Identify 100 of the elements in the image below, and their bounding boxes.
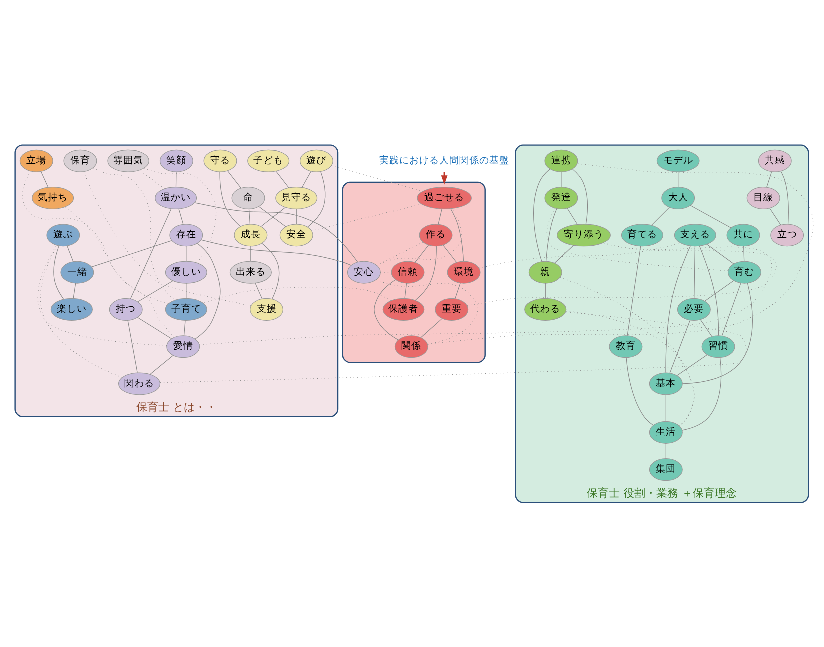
connector	[250, 246, 252, 262]
node-ellipse: 集団	[649, 458, 683, 481]
connector	[780, 170, 789, 224]
connector	[67, 245, 74, 262]
connector	[178, 208, 184, 224]
connector	[54, 245, 64, 300]
node-ellipse: 育てる	[621, 224, 664, 246]
node-ellipse: 共に	[726, 224, 760, 246]
node-ellipse: 気持ち	[32, 186, 74, 210]
connector	[770, 208, 782, 225]
connector	[706, 244, 734, 264]
connector	[137, 316, 172, 339]
node-ellipse: 成長	[234, 224, 268, 246]
node-ellipse: 連携	[544, 149, 578, 172]
connector	[626, 357, 654, 426]
connector	[704, 280, 734, 302]
connector	[652, 206, 670, 226]
connector	[744, 246, 745, 262]
node-ellipse: 命	[232, 186, 266, 210]
connector	[766, 171, 772, 188]
connector	[150, 354, 174, 374]
connector	[248, 208, 251, 224]
node-ellipse: 育む	[728, 260, 762, 284]
connector	[415, 244, 430, 262]
node-ellipse: 重要	[435, 298, 469, 320]
node-ellipse: 安心	[347, 260, 381, 284]
connector	[404, 282, 408, 298]
connector	[40, 170, 49, 188]
connector	[554, 244, 574, 264]
connector	[467, 242, 777, 306]
node-ellipse: 大人	[662, 186, 696, 210]
connector	[186, 282, 187, 298]
node-ellipse: 一緒	[60, 260, 94, 284]
connector	[38, 244, 168, 346]
connector	[195, 242, 221, 339]
node-ellipse: 代わる	[524, 298, 567, 320]
node-ellipse: 信頼	[391, 260, 425, 284]
connector	[420, 318, 443, 338]
connector	[91, 240, 172, 268]
connector	[376, 208, 462, 266]
node-ellipse: 過ごせる	[417, 186, 472, 210]
node-ellipse: 共感	[758, 149, 792, 172]
connector	[201, 239, 352, 266]
node-ellipse: 保育	[64, 149, 98, 172]
connector	[296, 208, 297, 224]
node-ellipse: 親	[528, 260, 562, 284]
connector	[276, 170, 290, 188]
connector	[176, 171, 177, 187]
connector	[678, 171, 679, 187]
connector	[561, 171, 562, 187]
node-ellipse: 関係	[394, 335, 428, 358]
node-ellipse: 作る	[419, 224, 453, 246]
node-ellipse: 子育て	[165, 298, 208, 320]
node-ellipse: 子ども	[248, 149, 290, 172]
connector	[567, 208, 578, 224]
connector	[534, 168, 550, 262]
node-ellipse: 楽しい	[50, 298, 93, 320]
connector	[199, 242, 772, 345]
node-ellipse: 遊ぶ	[46, 224, 80, 246]
connector	[302, 170, 312, 188]
connector	[428, 162, 814, 344]
connector	[690, 204, 732, 228]
connector	[40, 244, 123, 378]
connector	[64, 206, 175, 338]
connector	[450, 208, 464, 262]
connector	[376, 242, 424, 266]
connector	[682, 357, 722, 430]
connector	[666, 245, 691, 373]
node-ellipse: 遊び	[300, 149, 334, 172]
connector	[670, 320, 691, 374]
connector	[128, 320, 138, 373]
connector	[627, 246, 642, 336]
connector	[308, 170, 326, 228]
connector	[138, 280, 174, 302]
connector	[227, 170, 242, 188]
connector	[566, 310, 695, 426]
node-ellipse: 必要	[677, 298, 711, 320]
node-ellipse: 守る	[204, 149, 238, 172]
connector	[194, 202, 358, 262]
connector	[700, 319, 712, 336]
node-ellipse: 習慣	[702, 335, 736, 358]
connector	[722, 282, 742, 336]
connector	[694, 246, 696, 298]
node-ellipse: 笑顔	[160, 149, 194, 172]
node-ellipse: 環境	[447, 260, 481, 284]
connector	[84, 171, 252, 306]
connector	[438, 208, 442, 224]
connector	[676, 354, 708, 376]
connector	[262, 242, 280, 300]
connector	[455, 282, 461, 299]
node-ellipse: 立場	[20, 149, 54, 172]
cluster	[342, 181, 486, 363]
connector	[130, 208, 172, 299]
connector	[415, 246, 437, 300]
connector	[376, 278, 478, 344]
node-ellipse: 出来る	[230, 260, 272, 284]
connector	[144, 168, 217, 263]
connector	[546, 208, 558, 262]
connector	[186, 246, 187, 262]
node-ellipse: モデル	[656, 149, 700, 172]
